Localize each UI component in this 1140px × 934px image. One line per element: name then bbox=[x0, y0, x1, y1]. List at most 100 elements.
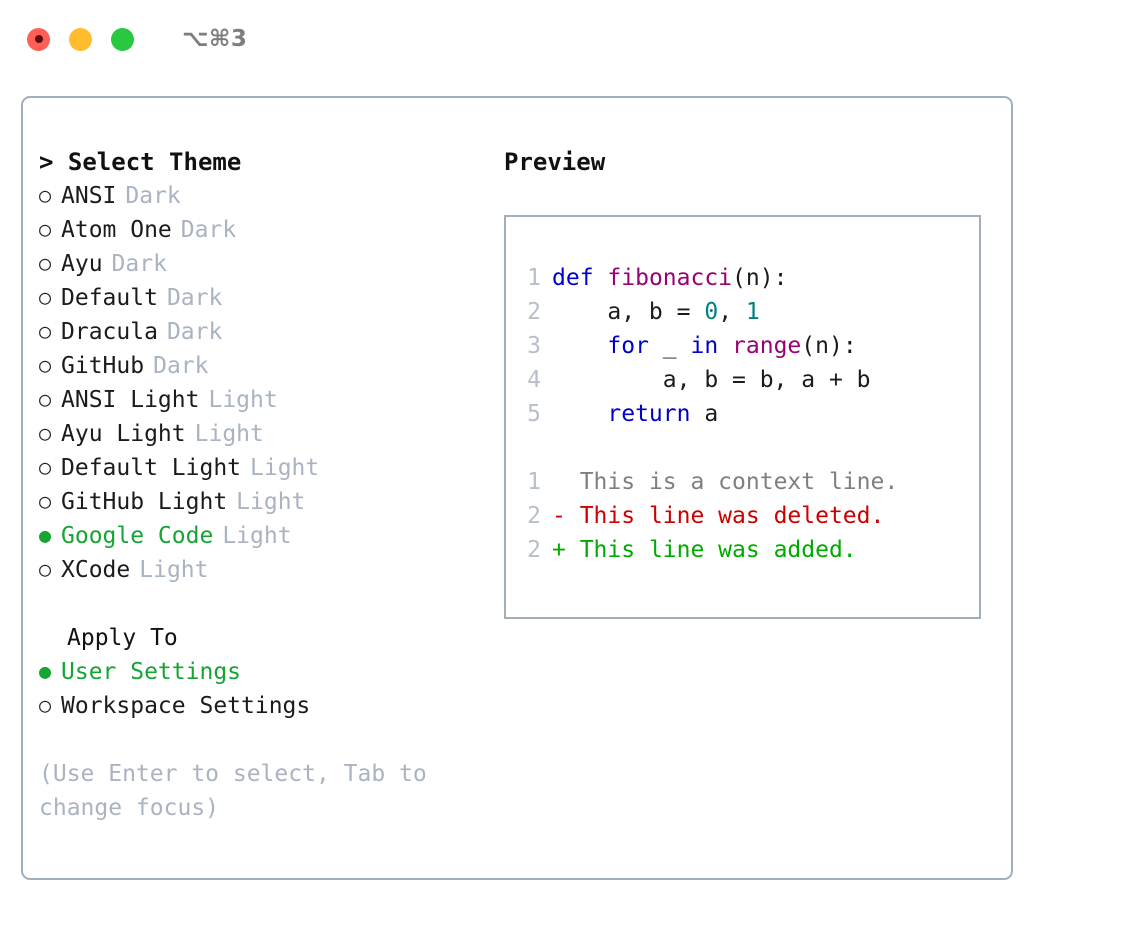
theme-option-label: ANSI bbox=[61, 183, 117, 209]
radio-selected-icon: ● bbox=[39, 659, 52, 683]
minimize-button-icon[interactable] bbox=[69, 27, 92, 51]
theme-option-kind: Dark bbox=[125, 183, 181, 209]
theme-option-kind: Light bbox=[139, 557, 209, 583]
radio-unselected-icon: ○ bbox=[39, 217, 52, 241]
theme-option-ayu[interactable]: ○ Ayu Dark bbox=[39, 247, 479, 281]
apply-to-header: Apply To bbox=[67, 625, 178, 651]
select-theme-header: > Select Theme bbox=[39, 148, 242, 176]
diff-line-number: 2 bbox=[527, 503, 541, 529]
theme-option-xcode[interactable]: ○ XCode Light bbox=[39, 553, 479, 587]
theme-option-github-light[interactable]: ○ GitHub Light Light bbox=[39, 485, 479, 519]
radio-unselected-icon: ○ bbox=[39, 183, 52, 207]
apply-to-option-workspace-settings[interactable]: ○ Workspace Settings bbox=[39, 689, 479, 723]
theme-option-kind: Light bbox=[236, 489, 306, 515]
radio-unselected-icon: ○ bbox=[39, 693, 52, 717]
radio-unselected-icon: ○ bbox=[39, 387, 52, 411]
theme-option-kind: Light bbox=[222, 523, 292, 549]
theme-option-github[interactable]: ○ GitHub Dark bbox=[39, 349, 479, 383]
code-token-plain: a bbox=[690, 401, 719, 427]
diff-line-text: This is a context line. bbox=[565, 469, 899, 495]
theme-option-label: Ayu bbox=[61, 251, 103, 277]
preview-header: Preview bbox=[504, 148, 606, 176]
code-line-text: return a bbox=[552, 397, 718, 431]
diff-line-number: 2 bbox=[527, 537, 541, 563]
code-token-plain: , bbox=[718, 299, 746, 325]
theme-option-atom-one[interactable]: ○ Atom One Dark bbox=[39, 213, 479, 247]
code-token-plain: a, b = bbox=[552, 299, 705, 325]
code-line-number: 3 bbox=[527, 333, 541, 359]
theme-option-kind: Dark bbox=[153, 353, 209, 379]
theme-option-label: XCode bbox=[61, 557, 131, 583]
theme-option-label: Atom One bbox=[61, 217, 172, 243]
code-token-plain bbox=[552, 401, 607, 427]
zoom-button-icon[interactable] bbox=[111, 27, 134, 51]
code-token-num: 0 bbox=[704, 299, 719, 325]
diff-line: 2- This line was deleted. bbox=[506, 499, 979, 533]
code-line-text: a, b = 0, 1 bbox=[552, 295, 759, 329]
window-controls bbox=[27, 27, 134, 51]
code-line-text: a, b = b, a + b bbox=[552, 363, 871, 397]
code-line: 2 a, b = 0, 1 bbox=[506, 295, 979, 329]
code-token-plain: a, b = b, a + b bbox=[552, 367, 871, 393]
code-diff-separator bbox=[506, 431, 979, 465]
theme-option-label: Dracula bbox=[61, 319, 158, 345]
keyboard-hint-text: (Use Enter to select, Tab to change focu… bbox=[39, 761, 441, 821]
theme-option-kind: Dark bbox=[111, 251, 167, 277]
code-line: 3 for _ in range(n): bbox=[506, 329, 979, 363]
theme-option-label: GitHub bbox=[61, 353, 145, 379]
code-token-kw: def bbox=[552, 265, 594, 291]
diff-marker bbox=[552, 465, 566, 499]
theme-option-ansi[interactable]: ○ ANSI Dark bbox=[39, 179, 479, 213]
theme-option-kind: Dark bbox=[166, 319, 223, 345]
diff-marker: - bbox=[552, 503, 566, 529]
code-line-text: def fibonacci(n): bbox=[552, 261, 787, 295]
radio-unselected-icon: ○ bbox=[39, 557, 52, 581]
radio-unselected-icon: ○ bbox=[39, 353, 52, 377]
diff-line-text: This line was added. bbox=[565, 537, 857, 563]
diff-line-text: This line was deleted. bbox=[565, 503, 885, 529]
theme-option-label: GitHub Light bbox=[61, 489, 228, 515]
diff-line: 1 This is a context line. bbox=[506, 465, 979, 499]
theme-option-dracula[interactable]: ○ Dracula Dark bbox=[39, 315, 479, 349]
title-bar: ⌥⌘3 bbox=[0, 0, 1140, 78]
code-line-text: for _ in range(n): bbox=[552, 329, 856, 363]
code-token-fn: fibonacci bbox=[607, 265, 733, 291]
code-token-plain: (n): bbox=[732, 265, 788, 291]
recording-indicator-icon bbox=[34, 35, 43, 43]
keyboard-shortcut-label: ⌥⌘3 bbox=[182, 26, 248, 52]
apply-to-option-label: Workspace Settings bbox=[61, 693, 311, 719]
apply-to-option-user-settings[interactable]: ● User Settings bbox=[39, 655, 479, 689]
section-spacer bbox=[39, 587, 479, 621]
code-line: 5 return a bbox=[506, 397, 979, 431]
radio-unselected-icon: ○ bbox=[39, 489, 52, 513]
close-button-icon[interactable] bbox=[27, 27, 50, 51]
code-token-builtin: range bbox=[732, 333, 802, 359]
theme-option-label: Default bbox=[61, 285, 158, 311]
radio-unselected-icon: ○ bbox=[39, 319, 52, 343]
code-line-number: 1 bbox=[527, 265, 541, 291]
code-token-plain: _ bbox=[648, 333, 691, 359]
code-token-kw: in bbox=[690, 333, 719, 359]
code-line-number: 5 bbox=[527, 401, 541, 427]
code-token-plain bbox=[718, 333, 732, 359]
apply-to-option-label: User Settings bbox=[61, 659, 242, 685]
theme-option-kind: Light bbox=[250, 455, 320, 481]
theme-option-kind: Dark bbox=[180, 217, 237, 243]
code-token-plain bbox=[594, 265, 608, 291]
theme-option-label: Google Code bbox=[61, 523, 214, 549]
apply-to-option-list[interactable]: ● User Settings ○ Workspace Settings bbox=[39, 655, 479, 723]
radio-unselected-icon: ○ bbox=[39, 251, 52, 275]
code-line-number: 2 bbox=[527, 299, 541, 325]
code-line: 1 def fibonacci(n): bbox=[506, 261, 979, 295]
diff-line: 2+ This line was added. bbox=[506, 533, 979, 567]
